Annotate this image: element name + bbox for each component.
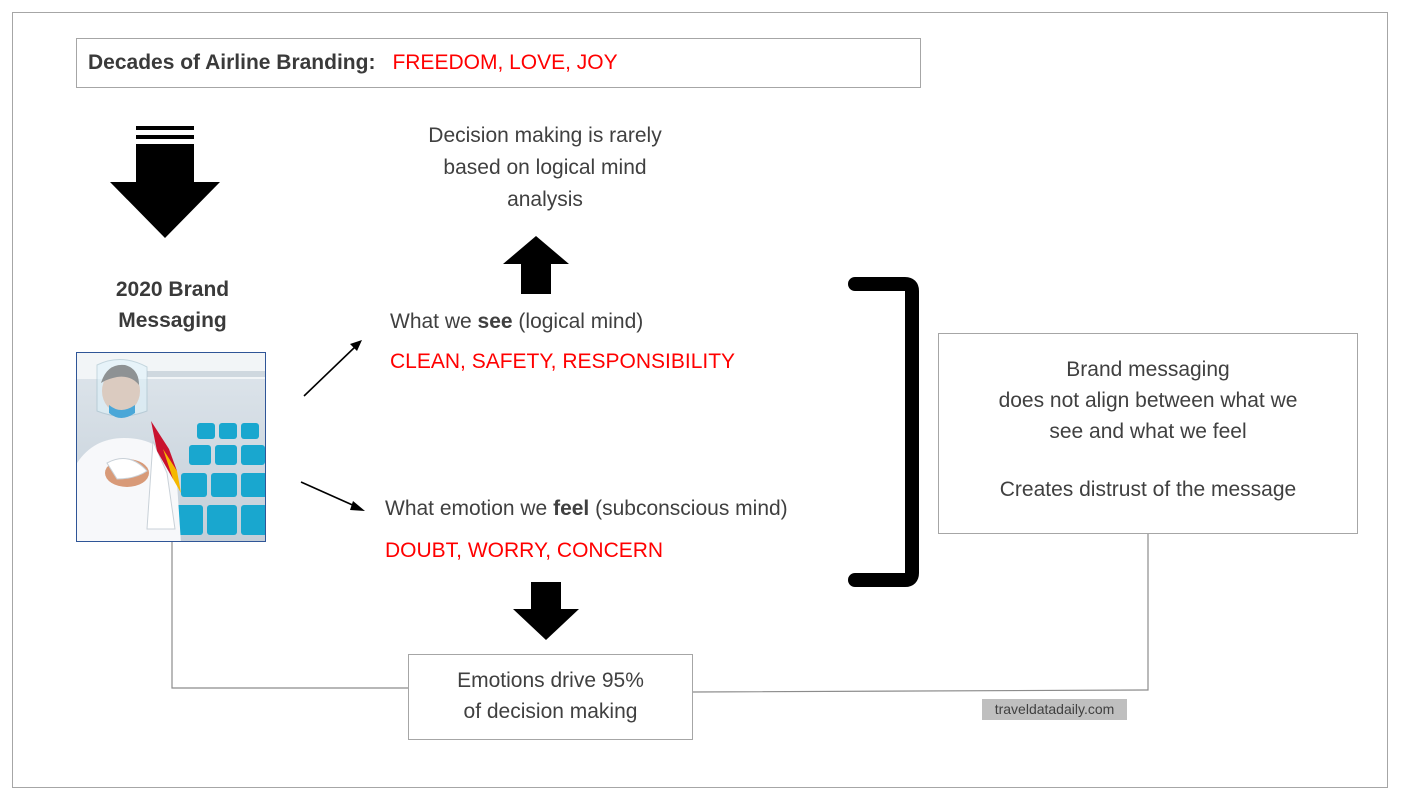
conclusion-spacer xyxy=(939,447,1357,474)
emotions-line-1: Emotions drive 95% xyxy=(457,669,644,692)
conclusion-line-1: Brand messaging xyxy=(1066,358,1230,381)
top-note-line-2: based on logical mind xyxy=(443,156,647,179)
see-caption-bold: see xyxy=(477,310,513,333)
see-values: CLEAN, SAFETY, RESPONSIBILITY xyxy=(390,350,736,373)
conclusion-line-4: Creates distrust of the message xyxy=(999,478,1297,501)
top-note: Decision making is rarely based on logic… xyxy=(380,120,710,216)
header-box: Decades of Airline Branding: FREEDOM, LO… xyxy=(76,38,921,88)
brand-title-line-2: Messaging xyxy=(118,309,227,332)
see-caption-prefix: What we xyxy=(390,310,478,333)
feel-caption-prefix: What emotion we xyxy=(385,497,554,520)
feel-caption-suffix: (subconscious mind) xyxy=(589,497,788,520)
slide-frame xyxy=(12,12,1388,788)
feel-caption: What emotion we feel (subconscious mind) xyxy=(385,497,788,521)
top-note-line-3: analysis xyxy=(507,188,583,211)
conclusion-line-3: see and what we feel xyxy=(1049,420,1247,443)
brand-title-line-1: 2020 Brand xyxy=(115,278,230,301)
brand-title: 2020 Brand Messaging xyxy=(70,274,275,336)
header-label: Decades of Airline Branding: xyxy=(88,51,376,74)
top-note-line-1: Decision making is rarely xyxy=(428,124,662,147)
feel-values: DOUBT, WORRY, CONCERN xyxy=(385,539,664,562)
emotions-line-2: of decision making xyxy=(463,700,638,723)
header-values: FREEDOM, LOVE, JOY xyxy=(392,51,618,74)
conclusion-box: Brand messaging does not align between w… xyxy=(938,333,1358,534)
crew-photo xyxy=(76,352,266,542)
see-caption: What we see (logical mind) xyxy=(390,310,643,334)
feel-caption-bold: feel xyxy=(553,497,590,520)
emotions-box: Emotions drive 95% of decision making xyxy=(408,654,693,740)
conclusion-line-2: does not align between what we xyxy=(998,389,1298,412)
source-credit: traveldatadaily.com xyxy=(982,699,1127,720)
see-caption-suffix: (logical mind) xyxy=(512,310,644,333)
